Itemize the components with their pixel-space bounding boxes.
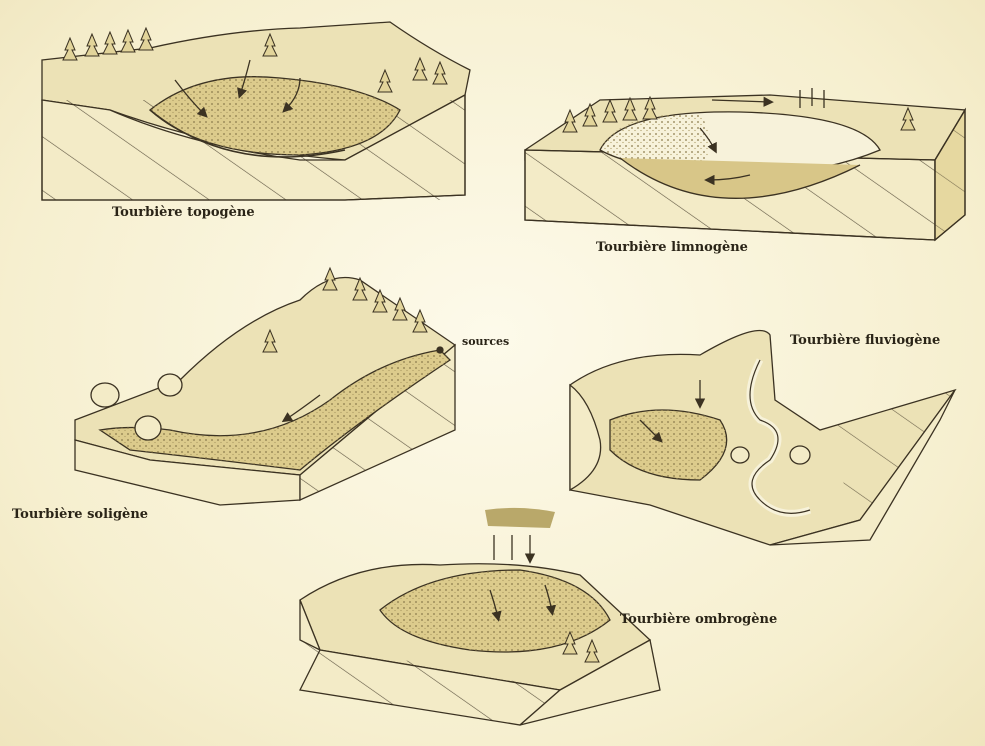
label-limnogene: Tourbière limnogène — [596, 240, 748, 255]
label-topogene: Tourbière topogène — [112, 205, 255, 220]
label-soligene: Tourbière soligène — [12, 507, 148, 522]
block-fluviogene — [570, 331, 955, 546]
block-soligene — [75, 268, 455, 505]
label-sources: sources — [462, 335, 509, 348]
label-fluviogene: Tourbière fluviogène — [790, 333, 940, 348]
block-topogene — [42, 22, 470, 200]
block-limnogene — [525, 88, 965, 240]
block-ombrogene — [300, 508, 660, 725]
label-ombrogene: Tourbière ombrogène — [620, 612, 777, 627]
